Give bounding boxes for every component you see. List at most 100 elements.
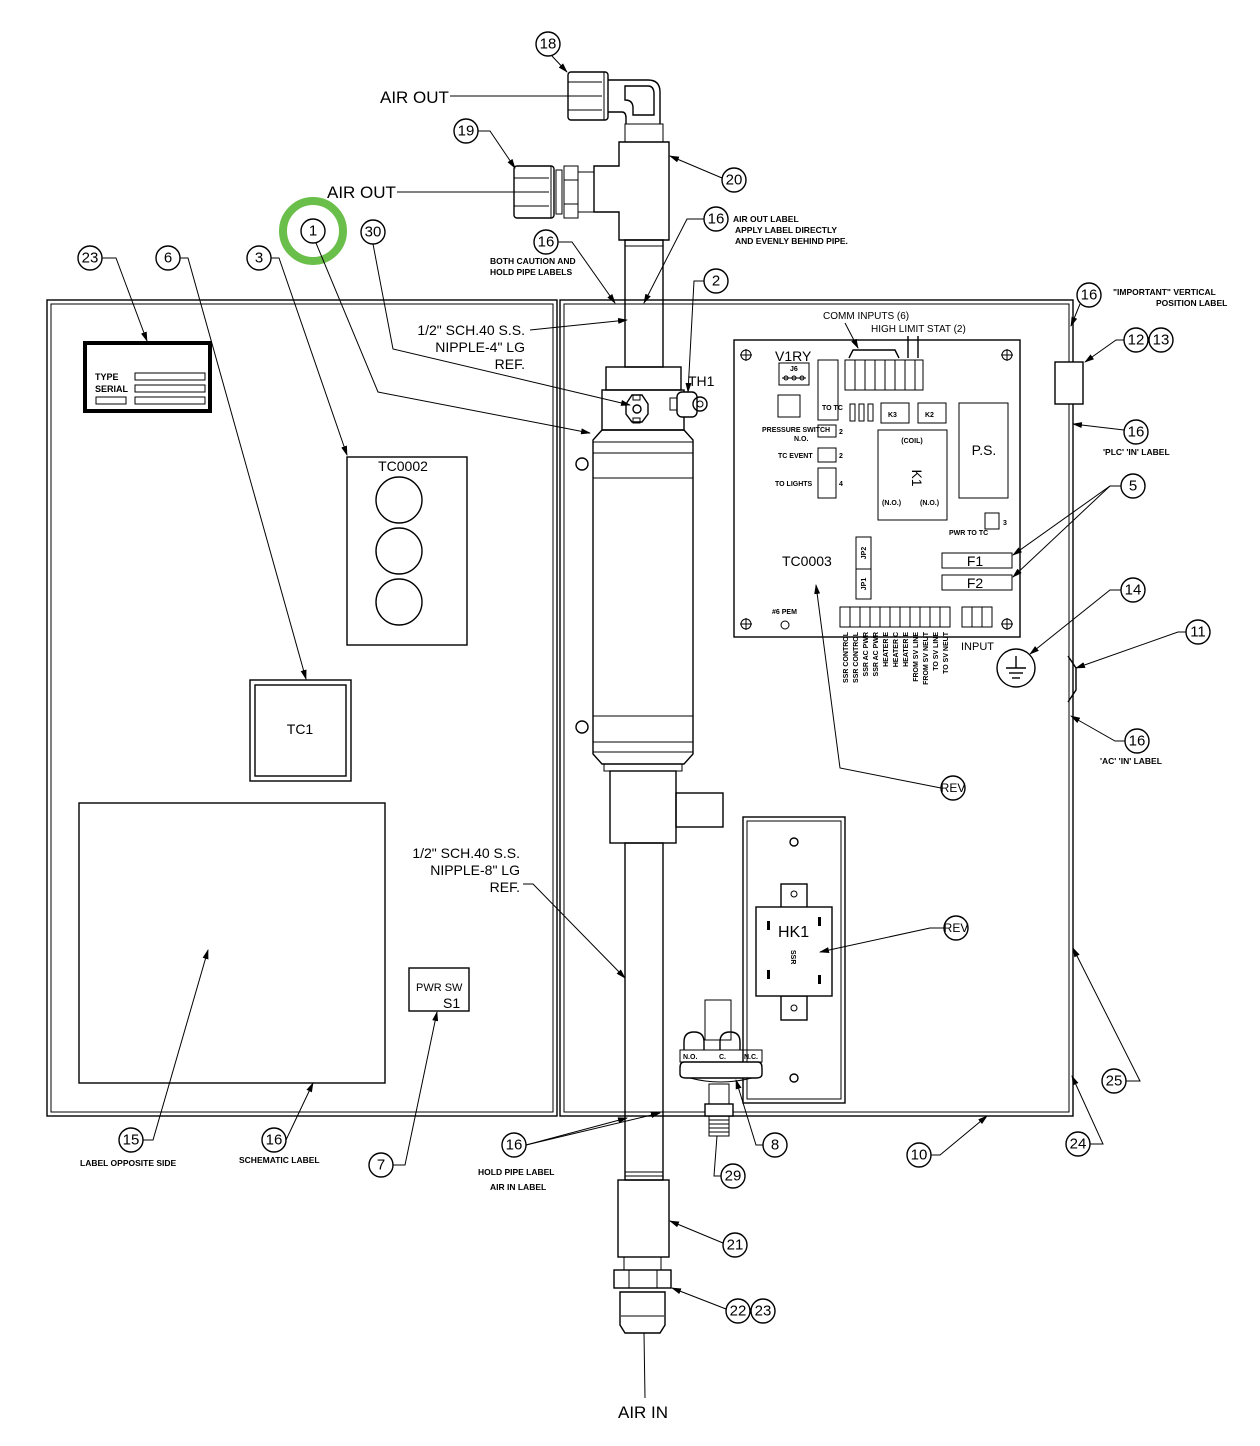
terminal-label: SSR CONTROL xyxy=(853,631,860,683)
air-in-label: AIR IN xyxy=(618,1403,668,1422)
balloon-20: 20 xyxy=(726,172,743,189)
indicator-light xyxy=(375,527,423,575)
ac-in-note: 'AC' 'IN' LABEL xyxy=(1100,756,1162,766)
comm-inputs-label: COMM INPUTS (6) xyxy=(823,311,909,322)
control-board: V1RY J6 TO TC COMM INPUTS (6) HIGH LIMIT… xyxy=(733,311,1021,653)
important-note-1: "IMPORTANT" VERTICAL xyxy=(1113,287,1216,297)
power-switch-id: S1 xyxy=(443,995,460,1011)
to-lights-label: TO LIGHTS xyxy=(775,481,813,488)
k2-label: K2 xyxy=(925,412,934,419)
pressure-switch-label: PRESSURE SWITCH xyxy=(762,427,830,434)
pwr-to-tc-label: PWR TO TC xyxy=(949,530,988,537)
balloon-1[interactable]: 1 xyxy=(309,223,317,240)
terminal-label: HEATER E xyxy=(903,632,910,667)
hold-pipe-note: HOLD PIPE LABEL xyxy=(478,1167,555,1177)
mounting-hole-icon xyxy=(740,349,1013,630)
plc-in-note: 'PLC' 'IN' LABEL xyxy=(1103,447,1170,457)
balloon-16-hold-pipe: 16 xyxy=(506,1137,523,1154)
terminal-label: FROM SV LINE xyxy=(913,632,920,682)
output-terminal-strip xyxy=(839,606,951,628)
no-right-label: (N.O.) xyxy=(920,500,939,507)
balloon-11: 11 xyxy=(1190,624,1206,641)
coil-label: (COIL) xyxy=(901,438,922,445)
balloon-8: 8 xyxy=(771,1137,779,1154)
ground-lug-knockout xyxy=(1067,655,1077,703)
controller-label: TC1 xyxy=(287,721,314,737)
balloon-12: 12 xyxy=(1128,332,1145,349)
no-left-label: (N.O.) xyxy=(882,500,901,507)
hinge xyxy=(575,457,589,471)
balloon-21: 21 xyxy=(727,1237,744,1254)
balloon-3: 3 xyxy=(255,250,263,267)
power-switch: PWR SW S1 xyxy=(408,967,470,1012)
left-door xyxy=(46,299,558,1117)
terminal-label: TO SV NEUT xyxy=(943,631,950,674)
schematic-label-area xyxy=(78,802,386,1084)
power-supply-label: P.S. xyxy=(972,442,997,458)
note-line: REF. xyxy=(495,356,525,372)
pressure-switch-no-label: N.O. xyxy=(794,436,808,443)
balloon-16-air-out: 16 xyxy=(708,211,725,228)
light-panel-label: TC0002 xyxy=(378,458,428,474)
input-label: INPUT xyxy=(961,641,994,653)
light-panel: TC0002 xyxy=(346,456,468,646)
pressure-switch: N.O. C. N.C. xyxy=(679,999,763,1137)
balloon-16-caution: 16 xyxy=(538,234,555,251)
terminal-label: TO SV LINE xyxy=(933,632,940,671)
balloon-5: 5 xyxy=(1129,478,1137,495)
terminal-label: HEATER C xyxy=(893,632,900,667)
indicator-light xyxy=(375,578,423,626)
nipple-4in-note: 1/2" SCH.40 S.S. NIPPLE-4" LG REF. xyxy=(417,317,628,372)
cord-grip xyxy=(1054,361,1084,405)
air-out-note-3: AND EVENLY BEHIND PIPE. xyxy=(735,236,848,246)
balloon-15: 15 xyxy=(123,1132,140,1149)
balloon-14: 14 xyxy=(1125,582,1142,599)
input-terminal-strip xyxy=(961,606,993,628)
pem-label: #6 PEM xyxy=(772,609,797,616)
balloon-7: 7 xyxy=(377,1157,385,1174)
important-note-2: POSITION LABEL xyxy=(1156,298,1227,308)
jp2-label: JP2 xyxy=(861,547,868,560)
balloon-30: 30 xyxy=(365,224,382,241)
balloon-22: 22 xyxy=(730,1303,747,1320)
pin-count: 3 xyxy=(1003,520,1007,527)
schematic-label-note: SCHEMATIC LABEL xyxy=(239,1155,320,1165)
solid-state-relay: HK1 SSR xyxy=(742,816,846,1104)
terminal-label: SSR AC PWR xyxy=(863,632,870,676)
hinge xyxy=(575,720,589,734)
nameplate-serial-label: SERIAL xyxy=(95,384,129,394)
balloon-19: 19 xyxy=(458,123,475,140)
pin-count: 2 xyxy=(839,453,843,460)
nipple-8in-note: 1/2" SCH.40 S.S. NIPPLE-8" LG REF. xyxy=(412,845,626,979)
balloon-16-important: 16 xyxy=(1081,287,1098,304)
ps-no-label: N.O. xyxy=(683,1054,697,1061)
air-out-note-1: AIR OUT LABEL xyxy=(733,214,799,224)
enclosure xyxy=(559,299,1074,1117)
caution-note-2: HOLD PIPE LABELS xyxy=(490,267,573,277)
k1-label: K1 xyxy=(909,469,925,486)
note-line: NIPPLE-8" LG xyxy=(430,862,520,878)
label-opposite-note: LABEL OPPOSITE SIDE xyxy=(80,1158,177,1168)
temperature-controller: TC1 xyxy=(249,679,352,782)
revision-balloon: REV xyxy=(941,781,966,795)
revision-balloon: REV xyxy=(944,921,969,935)
high-limit-label: HIGH LIMIT STAT (2) xyxy=(871,324,966,335)
balloon-23-nameplate: 23 xyxy=(82,250,99,267)
balloon-18: 18 xyxy=(540,36,557,53)
balloon-16-schematic: 16 xyxy=(266,1132,283,1149)
air-out-note-2: APPLY LABEL DIRECTLY xyxy=(735,225,837,235)
note-line: 1/2" SCH.40 S.S. xyxy=(412,845,520,861)
fuse-f2-label: F2 xyxy=(967,575,984,591)
note-line: NIPPLE-4" LG xyxy=(435,339,525,355)
balloon-23: 23 xyxy=(755,1303,772,1320)
nameplate-type-label: TYPE xyxy=(95,372,119,382)
balloon-10: 10 xyxy=(911,1147,928,1164)
balloon-25: 25 xyxy=(1106,1073,1123,1090)
ps-c-label: C. xyxy=(719,1054,726,1061)
highlight-ring xyxy=(279,197,347,265)
terminal-label: SSR AC PWR xyxy=(873,632,880,676)
balloon-16-plc: 16 xyxy=(1128,424,1145,441)
air-out-top-label: AIR OUT xyxy=(380,88,449,107)
terminal-label: HEATER E xyxy=(883,632,890,667)
